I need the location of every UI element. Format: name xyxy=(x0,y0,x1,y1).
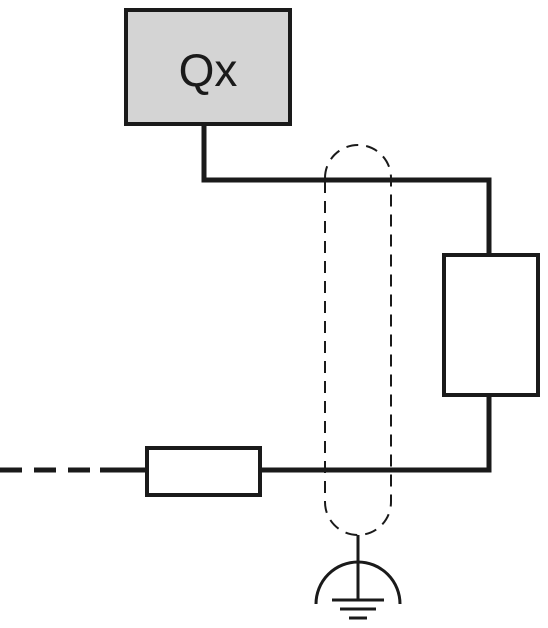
qx-device-label: Qx xyxy=(179,44,238,96)
shield-enclosure-icon xyxy=(324,144,392,536)
wire-qx-to-resistor xyxy=(201,124,492,255)
ground-symbol-icon xyxy=(314,560,402,620)
wire-resistor-to-bottom xyxy=(260,395,492,473)
fuse-element xyxy=(145,446,262,497)
resistor-right xyxy=(442,253,540,397)
qx-device-box xyxy=(124,8,292,126)
